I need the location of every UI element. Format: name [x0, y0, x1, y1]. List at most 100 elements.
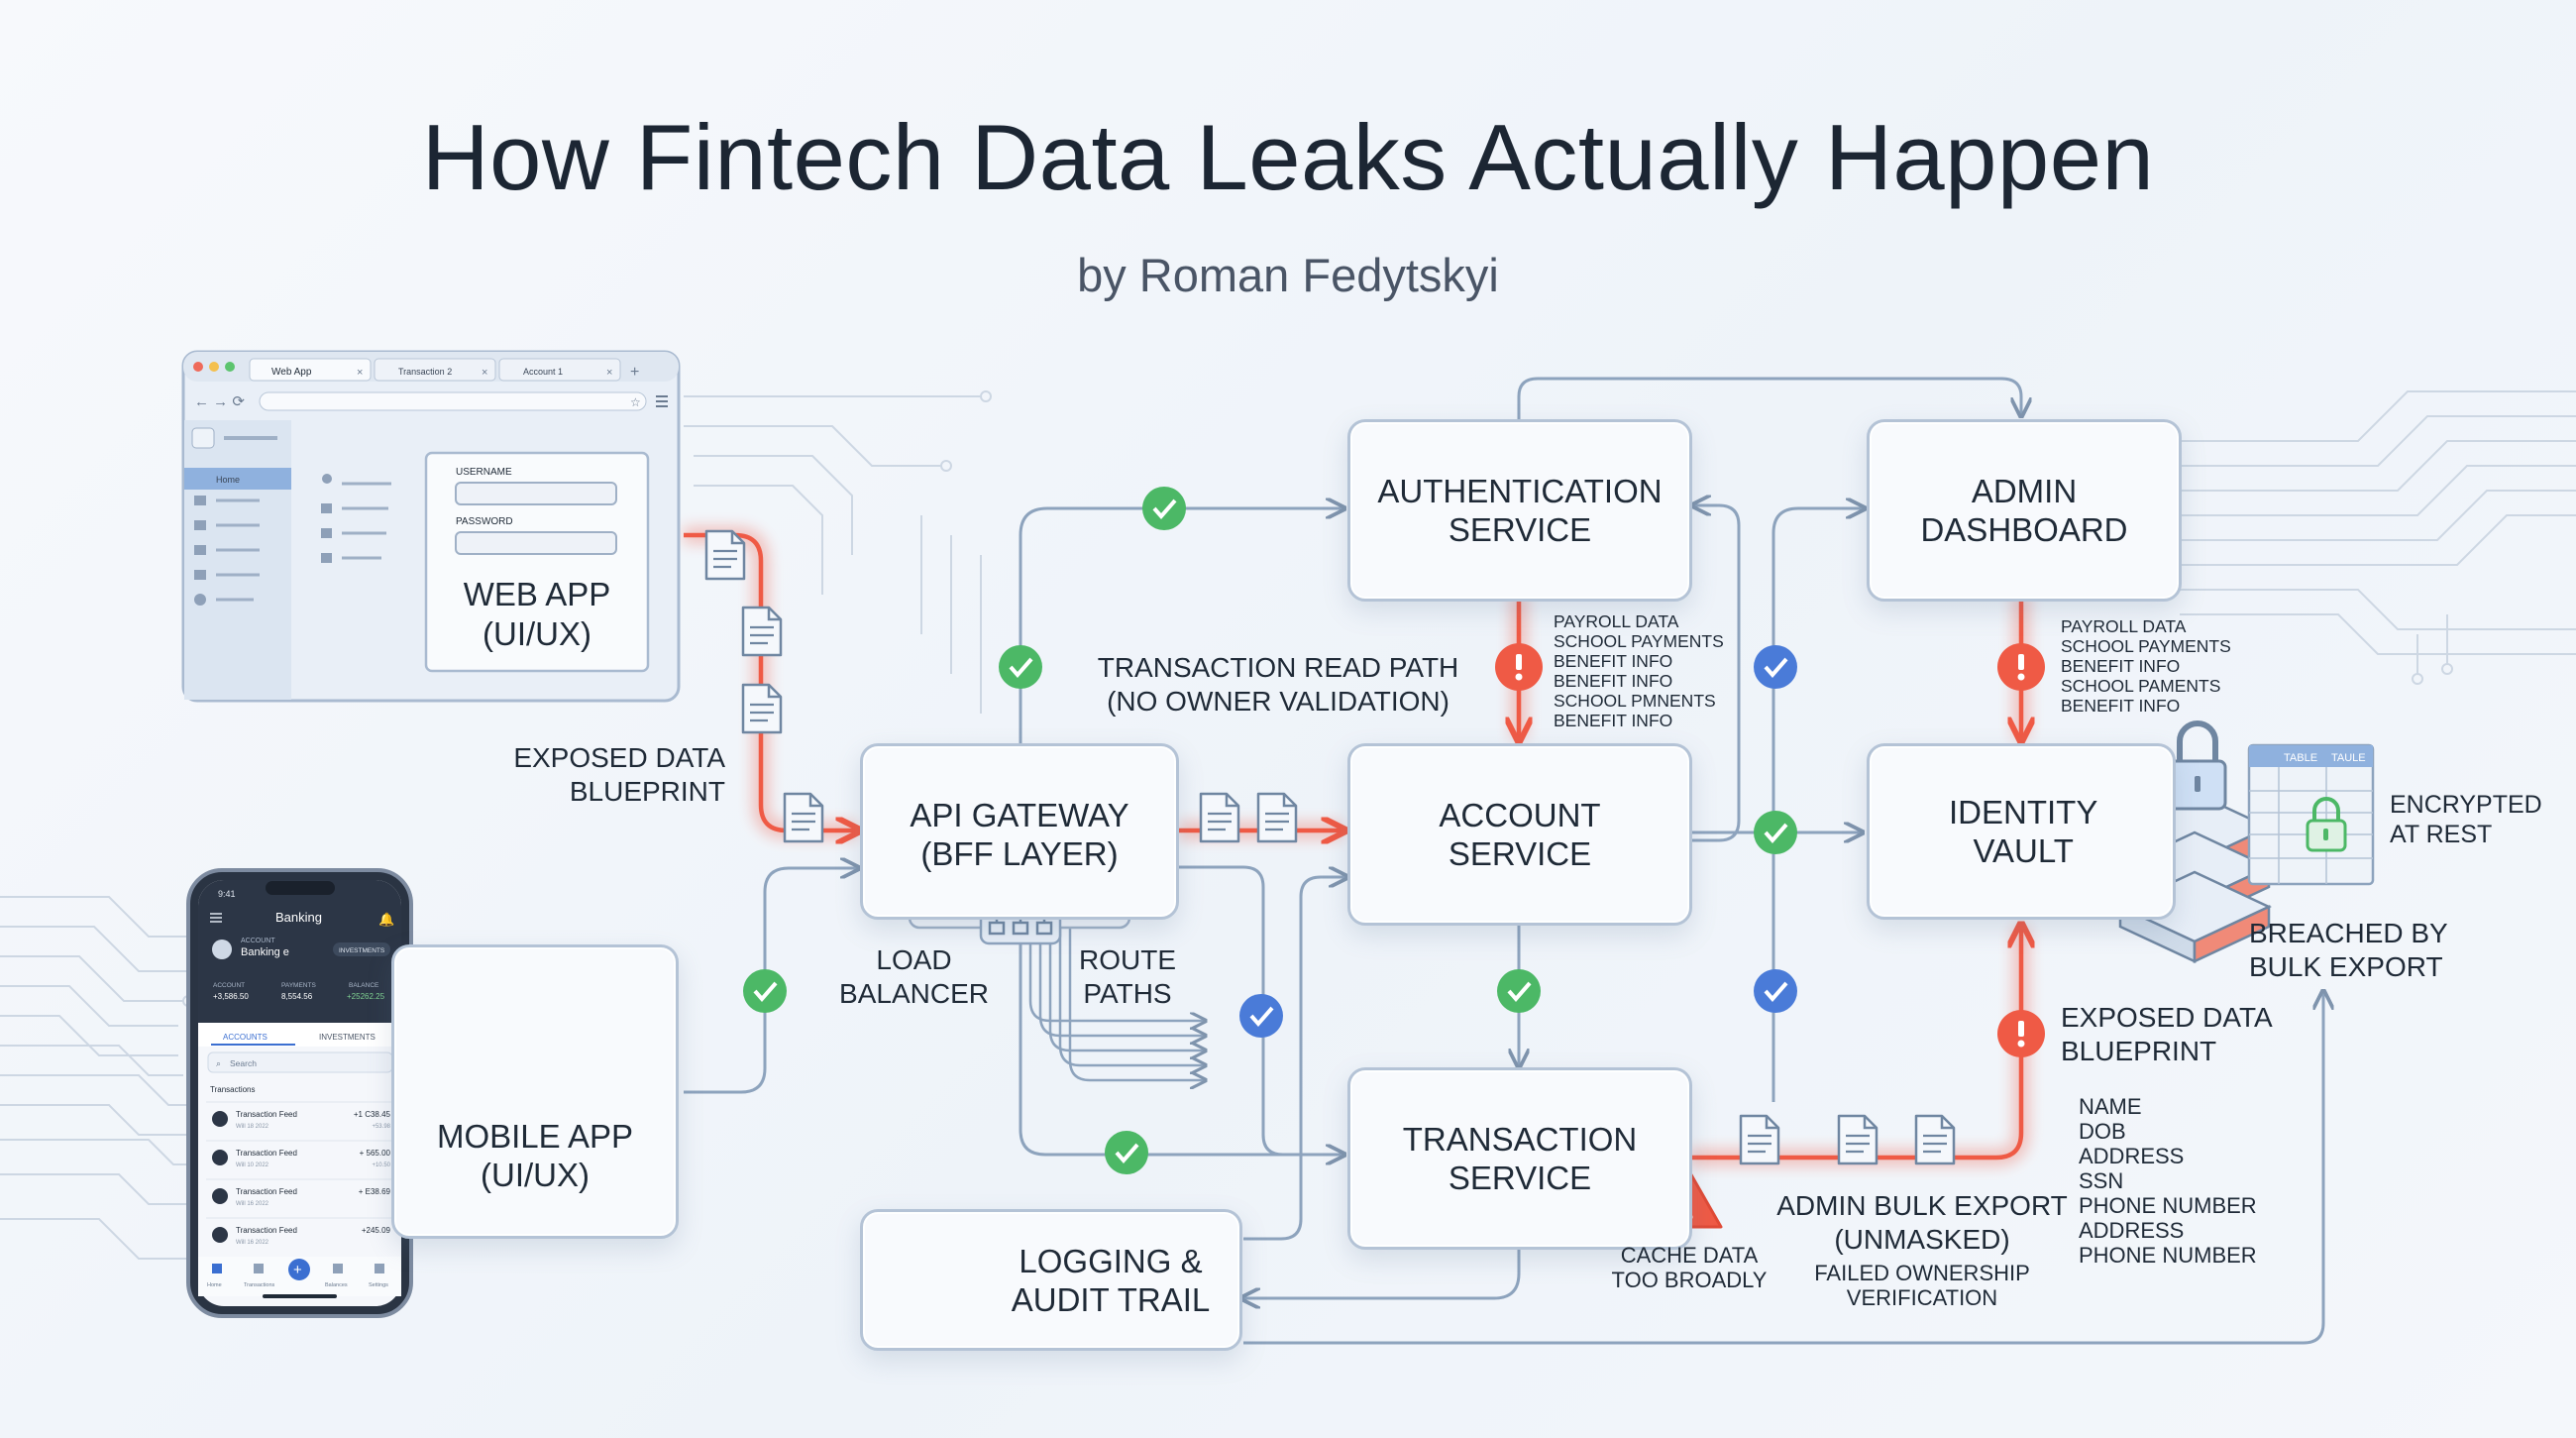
document-icon	[1256, 792, 1298, 843]
browser-tab-1: Web App	[271, 367, 312, 378]
document-icon	[741, 683, 783, 734]
svg-text:Will 16 2022: Will 16 2022	[236, 1201, 269, 1207]
svg-text:☆: ☆	[630, 395, 641, 409]
authentication-service-node: AUTHENTICATION SERVICE	[1347, 419, 1692, 602]
svg-text:8,554.56: 8,554.56	[281, 992, 313, 1001]
api-gateway-node: API GATEWAY (BFF LAYER)	[860, 743, 1179, 920]
mobile-app-node: MOBILE APP (UI/UX)	[391, 944, 679, 1239]
document-icon	[704, 529, 746, 581]
leak-transaction-to-vault	[1689, 927, 2021, 1161]
api-gateway-label: API GATEWAY (BFF LAYER)	[910, 797, 1129, 872]
svg-text:🔔: 🔔	[378, 912, 394, 927]
failed-ownership-label: FAILED OWNERSHIP VERIFICATION	[1814, 1261, 2030, 1310]
svg-text:BALANCE: BALANCE	[349, 982, 379, 989]
document-icon	[783, 792, 824, 843]
svg-text:ACCOUNT: ACCOUNT	[241, 938, 275, 944]
svg-text:×: ×	[606, 367, 612, 379]
flow-gateway-to-auth	[1019, 508, 1342, 743]
check-icon	[1497, 969, 1541, 1013]
exposed-blueprint-right-label: EXPOSED DATA BLUEPRINT	[2061, 1002, 2273, 1066]
svg-text:Will 18 2022: Will 18 2022	[236, 1124, 269, 1130]
verified-check-icon	[1754, 969, 1797, 1013]
password-label: PASSWORD	[456, 516, 513, 527]
svg-text:+10.50: +10.50	[372, 1162, 390, 1168]
svg-text:← → ⟳: ← → ⟳	[194, 393, 245, 410]
transaction-read-path-label: TRANSACTION READ PATH (NO OWNER VALIDATI…	[1097, 652, 1459, 717]
svg-text:×: ×	[357, 367, 363, 379]
vault-table-header-1: TABLE	[2284, 752, 2317, 764]
vault-table-header-2: TAULE	[2331, 752, 2366, 764]
flow-bottom-to-vault	[1243, 993, 2323, 1345]
flow-auth-top-loop	[1517, 377, 2021, 421]
svg-text:+: +	[630, 364, 639, 381]
alert-icon	[1997, 643, 2045, 691]
browser-tab-3: Account 1	[523, 367, 563, 377]
transaction-service-label: TRANSACTION SERVICE	[1402, 1121, 1638, 1196]
browser-window: Web App Transaction 2 Account 1 × × × + …	[181, 350, 681, 703]
svg-text:Banking e: Banking e	[241, 946, 289, 958]
admin-dashboard-label: ADMIN DASHBOARD	[1920, 473, 2128, 548]
document-icon	[1914, 1114, 1956, 1165]
authentication-service-label: AUTHENTICATION SERVICE	[1377, 473, 1663, 548]
mobile-app-label: MOBILE APP (UI/UX)	[436, 1118, 634, 1193]
svg-text:+: +	[293, 1262, 302, 1278]
svg-text:+ E38.69: + E38.69	[359, 1187, 391, 1196]
page-title: How Fintech Data Leaks Actually Happen	[421, 105, 2155, 209]
identity-vault-node: IDENTITY VAULT	[1867, 743, 2176, 920]
svg-text:×: ×	[482, 367, 487, 379]
browser-tab-2: Transaction 2	[398, 367, 452, 377]
check-icon	[1142, 487, 1186, 530]
svg-text:Will 10 2022: Will 10 2022	[236, 1162, 269, 1168]
breached-by-bulk-export-label: BREACHED BY BULK EXPORT	[2249, 918, 2448, 982]
phone-tab-investments: INVESTMENTS	[319, 1033, 376, 1042]
admin-bulk-export-label: ADMIN BULK EXPORT (UNMASKED)	[1776, 1190, 2068, 1255]
status-markers	[743, 487, 2045, 1229]
phone-mockup: 9:41 Banking 🔔 ACCOUNT Banking e INVESTM…	[186, 868, 413, 1318]
phone-time: 9:41	[218, 889, 236, 899]
account-service-node: ACCOUNT SERVICE	[1347, 743, 1692, 926]
svg-text:Transactions: Transactions	[210, 1085, 256, 1094]
circuit-decoration-left	[0, 896, 209, 1260]
check-icon	[999, 645, 1042, 689]
flow-gateway-to-transaction	[1019, 917, 1342, 1155]
flow-logging-to-account	[1243, 877, 1345, 1241]
svg-text:Transaction Feed: Transaction Feed	[236, 1187, 297, 1196]
browser-sidebar-home: Home	[216, 475, 240, 485]
alert-icon	[1495, 643, 1543, 691]
exposed-blueprint-left-label: EXPOSED DATA BLUEPRINT	[513, 742, 725, 807]
svg-text:+1 C38.45: +1 C38.45	[354, 1110, 391, 1119]
logging-audit-label: LOGGING & AUDIT TRAIL	[1011, 1242, 1211, 1318]
verified-check-icon	[1239, 994, 1283, 1038]
padlock-icon	[2168, 720, 2227, 811]
check-icon	[743, 969, 787, 1013]
payroll-data-list-auth: PAYROLL DATA SCHOOL PAYMENTS BENEFIT INF…	[1554, 611, 1724, 730]
document-icon	[1739, 1114, 1780, 1165]
alert-icon	[1997, 1010, 2045, 1057]
transaction-service-node: TRANSACTION SERVICE	[1347, 1067, 1692, 1250]
phone-header: Banking	[275, 910, 322, 925]
cache-data-label: CACHE DATA TOO BROADLY	[1611, 1243, 1768, 1292]
pii-field-list: NAME DOB ADDRESS SSN PHONE NUMBER ADDRES…	[2079, 1094, 2257, 1268]
leaked-documents	[704, 529, 1956, 1165]
phone-search: Search	[230, 1058, 257, 1068]
flow-transaction-to-logging	[1243, 1244, 1521, 1298]
verified-check-icon	[1754, 645, 1797, 689]
svg-text:+25262.25: +25262.25	[347, 992, 385, 1001]
flow-gateway-lower-right	[1179, 865, 1284, 1157]
svg-text:+3,586.50: +3,586.50	[213, 992, 249, 1001]
svg-text:⌕: ⌕	[216, 1058, 221, 1068]
svg-text:Transaction Feed: Transaction Feed	[236, 1149, 297, 1158]
svg-text:Transaction Feed: Transaction Feed	[236, 1226, 297, 1235]
svg-text:+245.09: +245.09	[362, 1226, 391, 1235]
svg-text:+53.98: +53.98	[372, 1124, 390, 1130]
svg-text:Transaction Feed: Transaction Feed	[236, 1110, 297, 1119]
svg-text:+ 565.00: + 565.00	[360, 1149, 391, 1158]
flow-auth-return	[1689, 505, 1741, 842]
payroll-data-list-admin: PAYROLL DATA SCHOOL PAYMENTS BENEFIT INF…	[2061, 616, 2231, 716]
username-field	[455, 482, 617, 505]
check-icon	[1105, 1131, 1148, 1174]
svg-text:Will 16 2022: Will 16 2022	[236, 1240, 269, 1246]
